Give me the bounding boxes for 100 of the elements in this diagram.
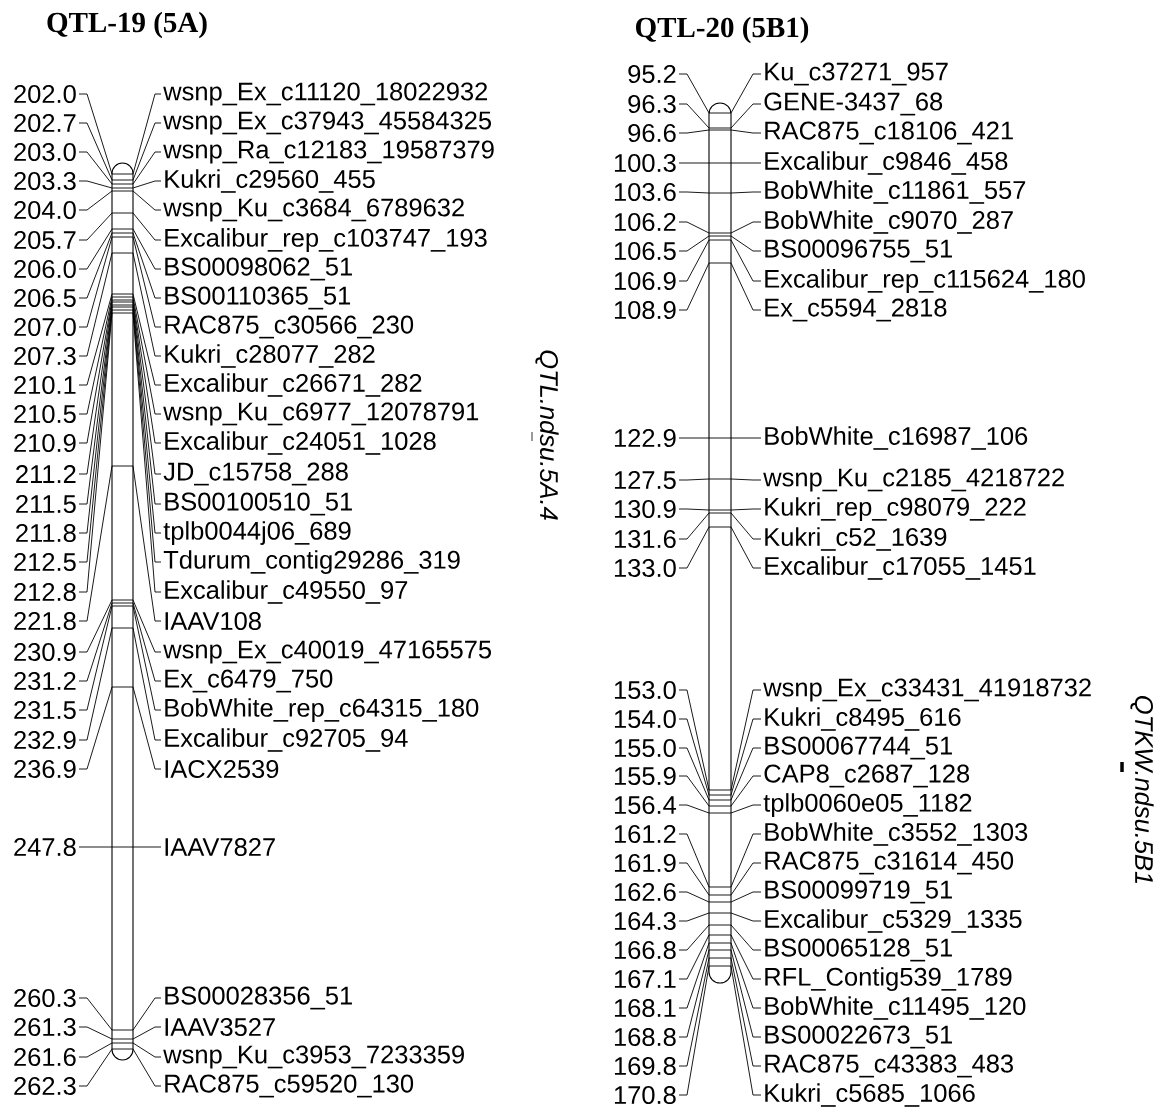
position-label: 210.5 — [14, 405, 76, 424]
leader-line — [678, 949, 762, 1038]
marker-label: BS00100510_51 — [165, 492, 352, 516]
position-label: 155.0 — [614, 739, 676, 758]
position-label: 247.8 — [14, 838, 76, 857]
leader-line — [78, 180, 162, 189]
marker-label: RAC875_c43383_483 — [765, 1054, 1013, 1078]
position-label: 96.6 — [628, 124, 676, 143]
marker-label: Ex_c5594_2818 — [765, 298, 947, 322]
position-label: 202.7 — [14, 114, 76, 133]
marker-label: wsnp_Ex_c11120_18022932 — [163, 82, 488, 106]
marker-label: Excalibur_rep_c115624_180 — [765, 269, 1085, 293]
leader-line — [78, 627, 162, 741]
leader-line — [78, 1048, 162, 1087]
leader-line — [78, 301, 162, 475]
marker-label: wsnp_Ra_c12183_19587379 — [163, 140, 494, 164]
marker-label: Kukri_c28077_282 — [165, 344, 375, 368]
position-label: 96.3 — [628, 95, 676, 114]
position-label: 170.8 — [614, 1086, 676, 1105]
leader-line — [678, 526, 762, 569]
leader-line — [78, 1026, 162, 1040]
marker-label: IAAV108 — [165, 612, 261, 631]
position-label: 127.5 — [614, 471, 676, 490]
leader-line — [678, 891, 762, 903]
marker-label: wsnp_Ku_c3684_6789632 — [163, 198, 464, 222]
position-label: 169.8 — [614, 1057, 676, 1076]
marker-label: IAAV7827 — [165, 838, 275, 857]
leader-line — [78, 599, 162, 653]
position-label: 204.0 — [14, 201, 76, 220]
marker-label: Excalibur_c5329_1335 — [765, 909, 1022, 933]
position-label: 166.8 — [614, 941, 676, 960]
marker-label: CAP8_c2687_128 — [764, 764, 970, 788]
marker-label: wsnp_Ex_c37943_45584325 — [163, 111, 491, 135]
leader-line — [78, 93, 162, 175]
marker-label: BS00067744_51 — [765, 736, 952, 760]
leader-line — [678, 191, 762, 194]
qtl-label: QTL.ndsu.5A.4 — [535, 350, 559, 520]
position-label: 232.9 — [14, 731, 76, 750]
leader-line — [78, 299, 162, 444]
leader-line — [78, 151, 162, 185]
leader-line — [678, 718, 762, 796]
leader-line — [78, 236, 162, 328]
marker-label: wsnp_Ku_c3953_7233359 — [163, 1045, 464, 1069]
marker-label: BS00022673_51 — [765, 1025, 952, 1049]
leader-line — [678, 103, 762, 129]
marker-label: BobWhite_c3552_1303 — [765, 822, 1028, 846]
leader-line — [78, 602, 162, 682]
position-label: 206.0 — [14, 260, 76, 279]
leader-line — [678, 437, 762, 439]
position-label: 207.3 — [14, 347, 76, 366]
marker-label: Ku_c37271_957 — [765, 62, 948, 86]
marker-label: Excalibur_c92705_94 — [165, 728, 408, 752]
leader-line — [78, 212, 162, 241]
position-label: 155.9 — [614, 767, 676, 786]
marker-label: wsnp_Ex_c40019_47165575 — [163, 640, 491, 664]
marker-label: BS00098062_51 — [165, 257, 352, 281]
marker-label: tplb0044j06_689 — [163, 521, 351, 545]
position-label: 206.5 — [14, 289, 76, 308]
leader-line — [678, 965, 762, 1096]
position-label: 108.9 — [614, 301, 676, 320]
leader-line — [78, 465, 162, 622]
marker-label: Excalibur_c17055_1451 — [765, 556, 1036, 580]
marker-label: RAC875_c59520_130 — [165, 1074, 414, 1098]
position-label: 130.9 — [614, 500, 676, 519]
marker-label: BobWhite_c11495_120 — [765, 996, 1026, 1020]
marker-label: Excalibur_c9846_458 — [765, 151, 1008, 175]
marker-label: Kukri_c8495_616 — [765, 707, 961, 731]
position-label: 131.6 — [614, 530, 676, 549]
position-label: 207.0 — [14, 318, 76, 337]
marker-label: JD_c15758_288 — [163, 462, 348, 486]
marker-label: Kukri_c5685_1066 — [765, 1083, 975, 1107]
leader-line — [78, 293, 162, 386]
marker-label: RAC875_c30566_230 — [165, 315, 414, 339]
marker-label: BobWhite_c9070_287 — [765, 210, 1013, 234]
position-label: 236.9 — [14, 760, 76, 779]
position-label: 210.1 — [14, 376, 76, 395]
marker-label: RFL_Contig539_1789 — [765, 967, 1012, 991]
leader-line — [678, 73, 762, 114]
leader-line — [678, 129, 762, 134]
position-label: 133.0 — [614, 559, 676, 578]
position-label: 106.2 — [614, 213, 676, 232]
marker-label: BS00096755_51 — [765, 239, 952, 263]
position-label: 211.2 — [16, 465, 76, 483]
marker-label: Excalibur_rep_c103747_193 — [165, 228, 487, 252]
position-label: 161.9 — [614, 854, 676, 873]
marker-label: Kukri_rep_c98079_222 — [765, 497, 1026, 521]
marker-label: RAC875_c18106_421 — [765, 121, 1013, 145]
position-label: 202.0 — [14, 85, 76, 104]
leader-line — [78, 232, 162, 299]
leader-line — [678, 508, 762, 511]
leader-line — [678, 862, 762, 896]
position-label: 210.9 — [14, 434, 76, 453]
chromosome-bar — [708, 102, 732, 984]
marker-label: wsnp_Ku_c2185_4218722 — [763, 468, 1064, 492]
qtl-label: QTKW.ndsu.5B1 — [1130, 696, 1154, 884]
position-label: 103.6 — [614, 183, 676, 202]
marker-label: wsnp_Ku_c6977_12078791 — [163, 402, 479, 426]
marker-label: BS00028356_51 — [165, 986, 352, 1010]
position-label: 106.9 — [614, 272, 676, 291]
position-label: 231.2 — [14, 672, 76, 691]
